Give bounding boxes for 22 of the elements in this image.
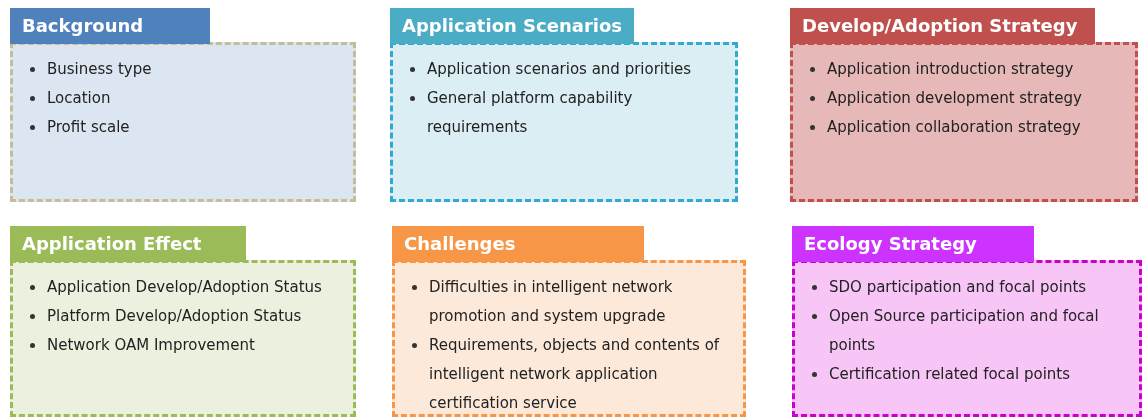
list-item-text: Application development strategy: [827, 89, 1082, 107]
list-item-text: Business type: [47, 60, 152, 78]
list-item-text: Network OAM Improvement: [47, 336, 255, 354]
list-item-text: Location: [47, 89, 111, 107]
list-item-text: SDO participation and focal points: [829, 278, 1087, 296]
card-header: Application Scenarios: [390, 8, 634, 44]
card-header: Application Effect: [10, 226, 246, 262]
card-header: Challenges: [392, 226, 644, 262]
list-item-text: Application collaboration strategy: [827, 118, 1081, 136]
list-item-text: Difficulties in intelligent network promotion and system upgrade: [429, 278, 673, 325]
card-header: Background: [10, 8, 210, 44]
card-header: Develop/Adoption Strategy: [790, 8, 1095, 44]
list-item-text: Platform Develop/Adoption Status: [47, 307, 302, 325]
list-item-text: Requirements, objects and contents of intelligent network application certification service: [429, 336, 720, 412]
list-item-text: Application introduction strategy: [827, 60, 1074, 78]
list-item-text: Open Source participation and focal points: [829, 307, 1099, 354]
list-item-text: Profit scale: [47, 118, 130, 136]
list-item-text: General platform capability requirements: [427, 89, 633, 136]
list-item-text: Application scenarios and priorities: [427, 60, 692, 78]
list-item-text: Application Develop/Adoption Status: [47, 278, 322, 296]
card-header: Ecology Strategy: [792, 226, 1034, 262]
list-item-text: Certification related focal points: [829, 365, 1071, 383]
